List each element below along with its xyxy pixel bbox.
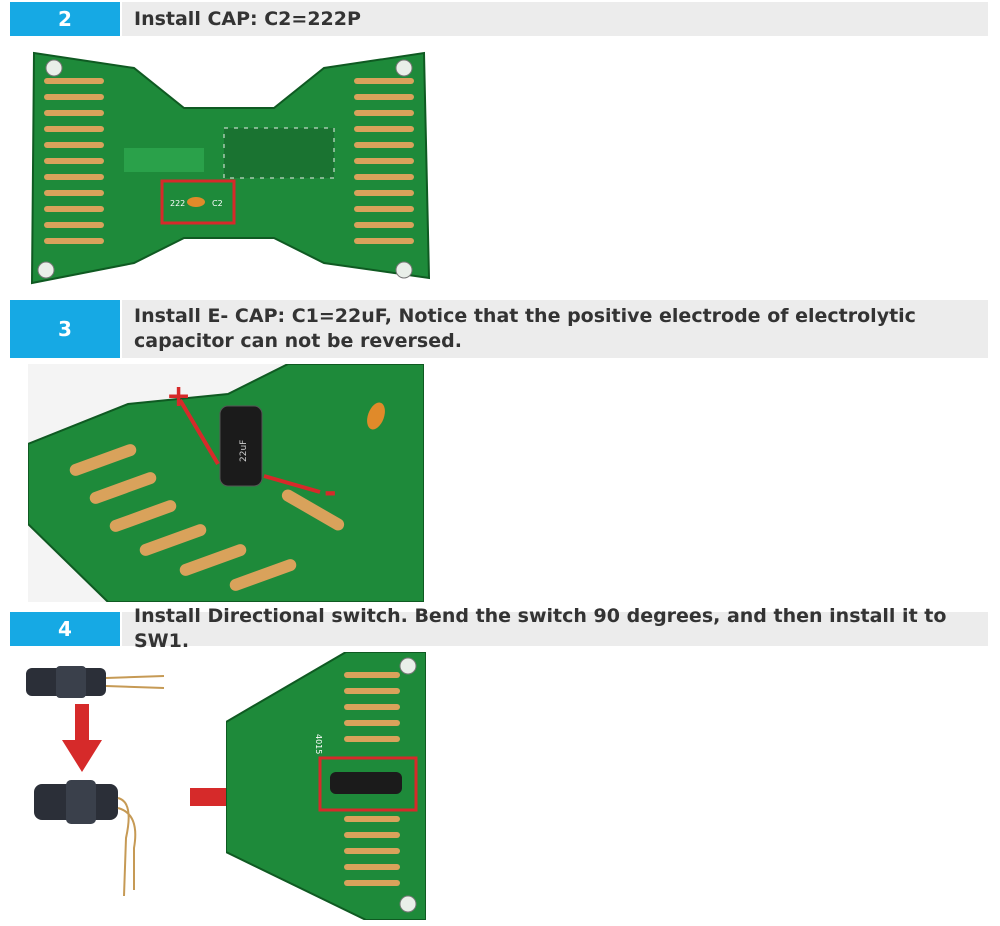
pcb-photo-step-3: 22uF + - bbox=[28, 364, 424, 602]
sw1-highlight-box bbox=[318, 756, 418, 812]
step-instruction: Install Directional switch. Bend the swi… bbox=[122, 605, 988, 652]
negative-arrow bbox=[263, 474, 321, 494]
mount-hole bbox=[45, 59, 63, 77]
ceramic-capacitor bbox=[187, 197, 205, 207]
step-4-header: 4 Install Directional switch. Bend the s… bbox=[10, 605, 988, 652]
step-instruction: Install CAP: C2=222P bbox=[122, 2, 988, 36]
c2-highlight-box bbox=[160, 179, 236, 225]
mount-hole bbox=[399, 895, 417, 913]
electrolytic-capacitor bbox=[219, 405, 263, 487]
step-number: 2 bbox=[10, 2, 120, 36]
ic-socket bbox=[223, 127, 335, 179]
minus-marker: - bbox=[324, 475, 336, 510]
switch-photo-straight bbox=[26, 666, 165, 698]
pcb-photo-step-2: 222 C2 bbox=[30, 51, 430, 285]
mount-hole bbox=[395, 261, 413, 279]
resistor-column-left bbox=[44, 78, 104, 244]
step-3-header: 3 Install E- CAP: C1=22uF, Notice that t… bbox=[10, 300, 988, 358]
resistor-column-right bbox=[354, 78, 414, 244]
switch-photo-bent bbox=[34, 780, 137, 897]
directional-switch bbox=[330, 772, 402, 794]
ecap-print: 22uF bbox=[239, 440, 249, 462]
mount-hole bbox=[37, 261, 55, 279]
ic-label: 4015 bbox=[314, 734, 323, 754]
cap-designator-label: C2 bbox=[212, 199, 223, 208]
down-arrow-icon bbox=[62, 704, 102, 772]
pcb-photo-step-4: 4015 bbox=[226, 652, 426, 920]
ic-socket bbox=[124, 148, 204, 172]
step-number: 3 bbox=[10, 300, 120, 358]
resistor-group bbox=[69, 444, 345, 591]
cap-value-label: 222 bbox=[170, 199, 185, 208]
mount-hole bbox=[399, 657, 417, 675]
ceramic-capacitor bbox=[367, 402, 385, 430]
positive-arrow bbox=[178, 398, 220, 466]
step-instruction: Install E- CAP: C1=22uF, Notice that the… bbox=[122, 300, 988, 358]
step-number: 4 bbox=[10, 612, 120, 646]
resistor-column bbox=[344, 672, 400, 886]
mount-hole bbox=[395, 59, 413, 77]
step-2-header: 2 Install CAP: C2=222P bbox=[10, 2, 988, 36]
